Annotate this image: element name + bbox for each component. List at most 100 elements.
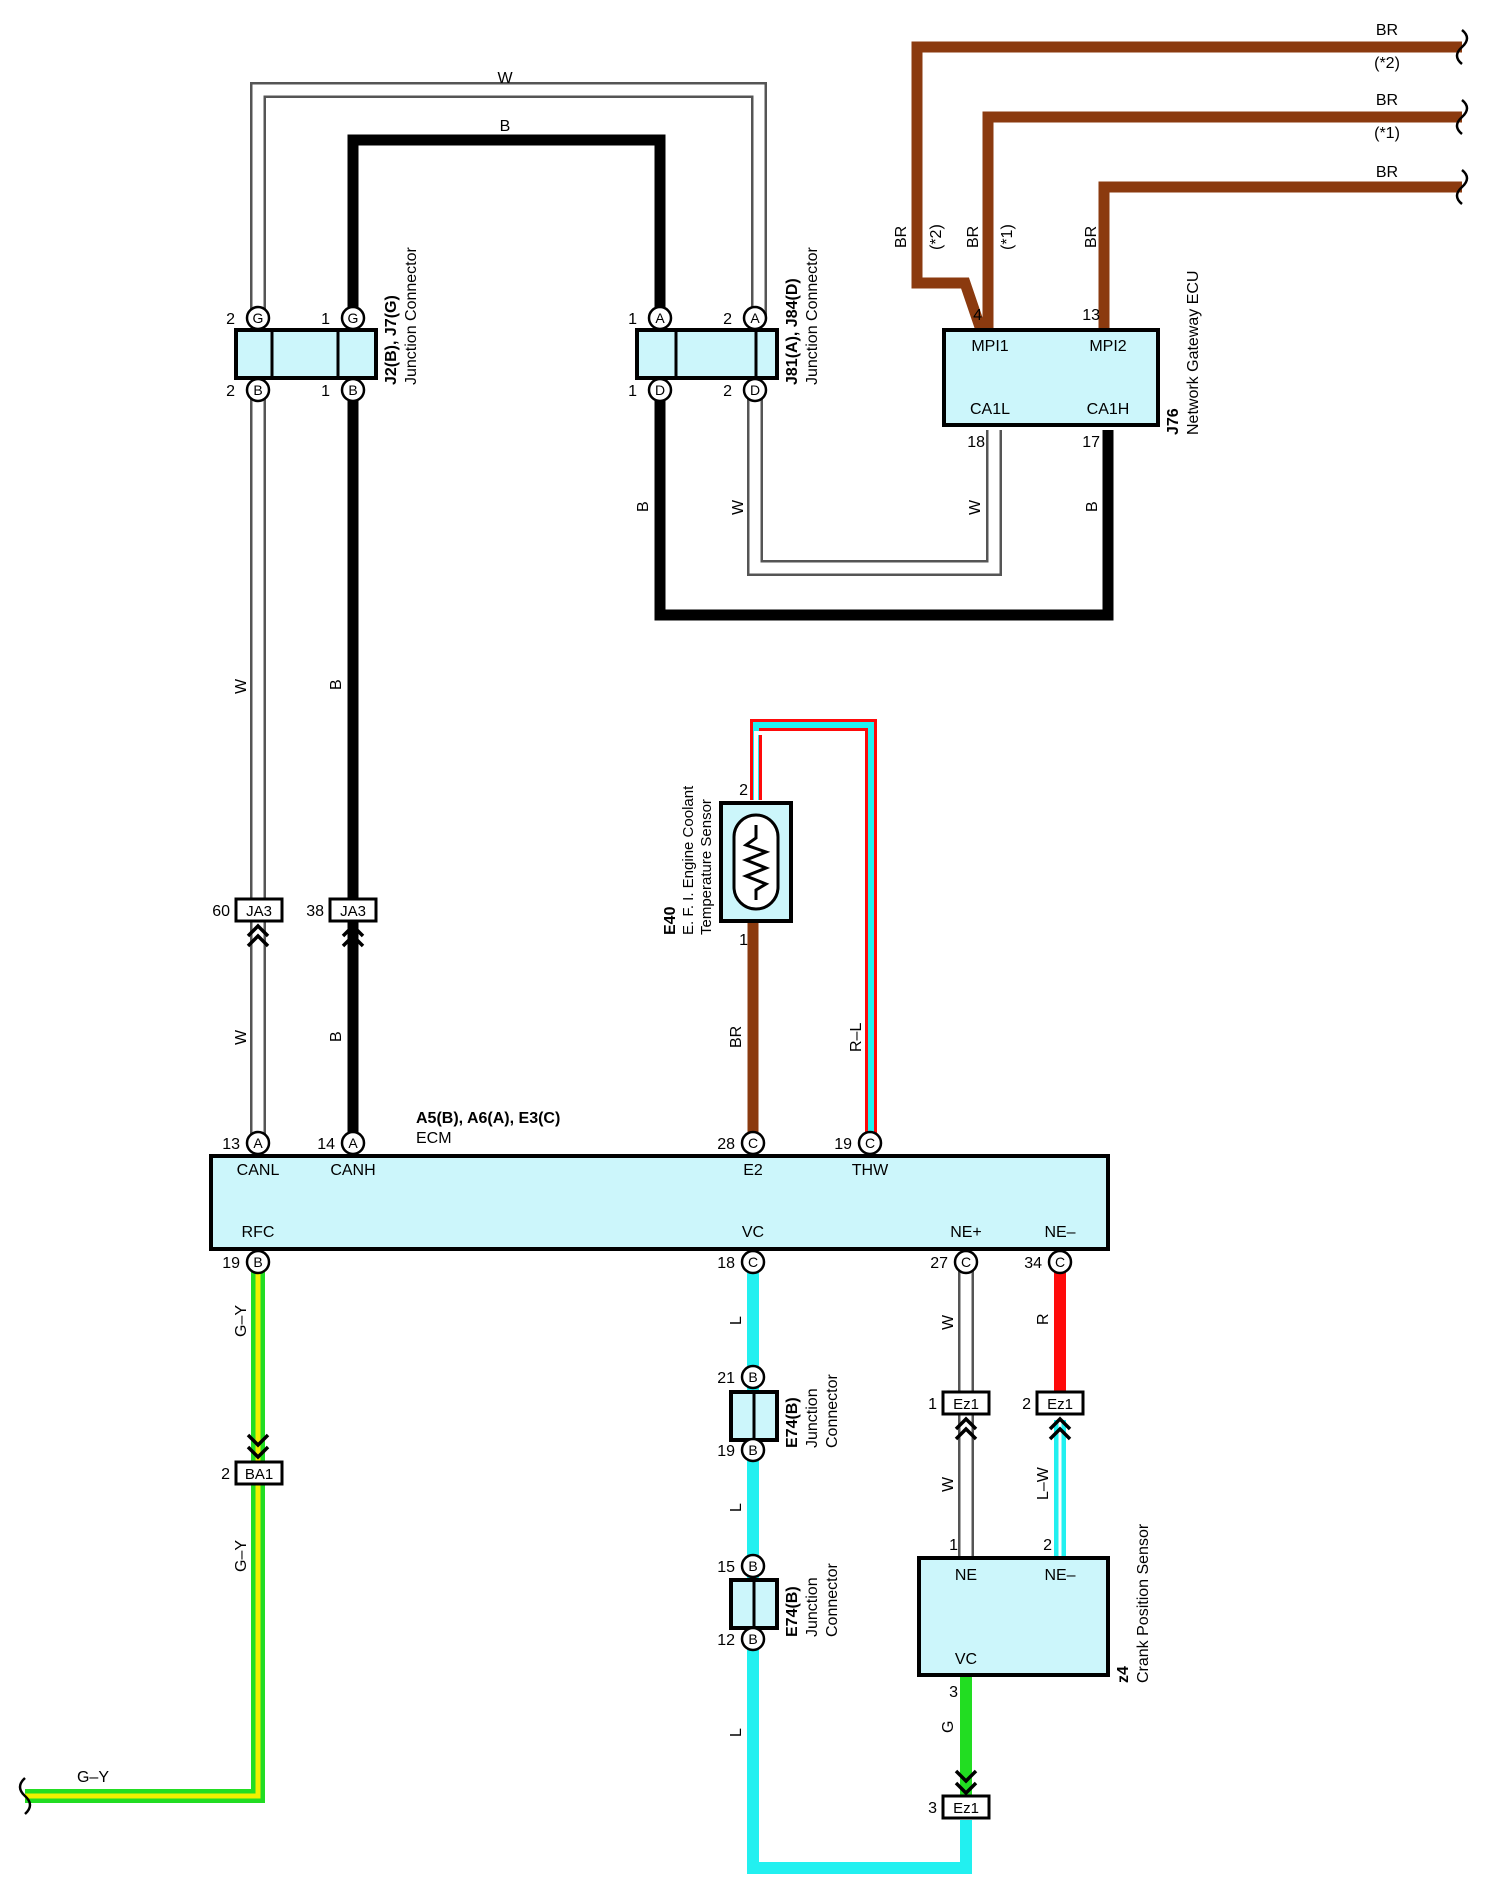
svg-text:BR: BR: [1376, 164, 1398, 181]
svg-text:G: G: [348, 310, 359, 326]
ecm-terminal-canl: A 13: [222, 1130, 271, 1156]
svg-text:W: W: [233, 1029, 250, 1045]
svg-text:L: L: [728, 1316, 745, 1325]
svg-text:BA1: BA1: [245, 1466, 273, 1483]
gateway-box: [942, 328, 1160, 427]
svg-text:1: 1: [949, 1537, 958, 1554]
connector-ja3-left: JA3 60: [212, 897, 284, 948]
svg-text:A: A: [750, 310, 760, 326]
svg-text:B: B: [748, 1558, 757, 1574]
svg-text:60: 60: [212, 903, 230, 920]
svg-text:L: L: [728, 1503, 745, 1512]
svg-text:C: C: [748, 1135, 758, 1151]
terminal-j7-g: G 1: [321, 305, 366, 331]
wire-rl: [750, 719, 877, 1143]
svg-text:Connector: Connector: [824, 1374, 841, 1448]
svg-text:W: W: [940, 1476, 957, 1492]
ecm-pin-canl: CANL: [237, 1162, 280, 1179]
svg-text:Junction Connector: Junction Connector: [804, 246, 821, 385]
ecm-terminal-rfc: B 19: [222, 1249, 271, 1275]
svg-text:28: 28: [717, 1136, 735, 1153]
ecm-terminal-nep: C 27: [930, 1249, 979, 1275]
svg-text:z4: z4: [1115, 1666, 1132, 1683]
wire-labels: W B BR (*2) BR (*1) BR BR (*2) BR (*1) B…: [77, 22, 1400, 1786]
svg-text:3: 3: [949, 1684, 958, 1701]
svg-text:B: B: [328, 679, 345, 690]
svg-text:15: 15: [717, 1559, 735, 1576]
svg-text:Crank Position Sensor: Crank Position Sensor: [1135, 1523, 1152, 1683]
svg-text:2: 2: [739, 782, 748, 799]
wire-w-top-loop: [250, 82, 767, 318]
svg-text:Ez1: Ez1: [953, 1396, 979, 1413]
svg-text:B: B: [500, 118, 511, 135]
gateway-pin-ca1l: CA1L: [970, 401, 1010, 418]
svg-text:E. F. I. Engine Coolant: E. F. I. Engine Coolant: [680, 785, 697, 935]
ecm-pin-nem: NE–: [1044, 1224, 1075, 1241]
svg-text:(*1): (*1): [999, 224, 1016, 250]
svg-text:E40: E40: [662, 906, 679, 935]
svg-text:BR: BR: [965, 226, 982, 248]
junction-e74-lower: B 15 B 12: [717, 1553, 779, 1652]
connector-ba1: BA1 2: [221, 1433, 284, 1486]
svg-text:JA3: JA3: [340, 903, 366, 920]
svg-text:18: 18: [967, 434, 985, 451]
svg-text:19: 19: [222, 1255, 240, 1272]
crank-pin-ne: NE: [955, 1567, 977, 1584]
svg-text:18: 18: [717, 1255, 735, 1272]
svg-text:1: 1: [321, 311, 330, 328]
svg-text:13: 13: [222, 1136, 240, 1153]
svg-text:B: B: [1084, 501, 1101, 512]
svg-text:2: 2: [723, 383, 732, 400]
svg-text:34: 34: [1024, 1255, 1042, 1272]
svg-text:Junction: Junction: [804, 1388, 821, 1448]
svg-text:B: B: [253, 382, 262, 398]
wire-b-top-loop: [347, 134, 666, 318]
svg-text:21: 21: [717, 1370, 735, 1387]
svg-text:BR: BR: [1376, 92, 1398, 109]
svg-text:A: A: [348, 1135, 358, 1151]
svg-text:B: B: [253, 1254, 262, 1270]
ecm-code: A5(B), A6(A), E3(C): [416, 1110, 560, 1127]
svg-text:1: 1: [928, 1396, 937, 1413]
terminal-j2-b: B 2: [226, 377, 271, 403]
svg-text:1: 1: [628, 383, 637, 400]
svg-text:38: 38: [306, 903, 324, 920]
svg-text:A: A: [253, 1135, 263, 1151]
svg-text:2: 2: [221, 1466, 230, 1483]
svg-text:E74(B): E74(B): [784, 1586, 801, 1637]
svg-text:B: B: [328, 1031, 345, 1042]
wire-br-mpi2: [1098, 181, 1462, 330]
svg-text:W: W: [967, 499, 984, 515]
svg-text:C: C: [748, 1254, 758, 1270]
svg-text:C: C: [865, 1135, 875, 1151]
svg-text:W: W: [730, 499, 747, 515]
ecm-pin-thw: THW: [852, 1162, 889, 1179]
svg-text:D: D: [750, 382, 760, 398]
svg-text:2: 2: [1043, 1537, 1052, 1554]
svg-text:Temperature Sensor: Temperature Sensor: [698, 799, 715, 935]
ecm-terminal-e2: C 28: [717, 1130, 766, 1156]
gateway-pin-ca1h: CA1H: [1087, 401, 1130, 418]
svg-text:G–Y: G–Y: [233, 1305, 250, 1337]
svg-text:L: L: [728, 1728, 745, 1737]
crank-sensor-label: z4 Crank Position Sensor: [1115, 1523, 1152, 1683]
junction-j2-j7-box: [234, 328, 378, 380]
junction-e74-lower-label: E74(B) Junction Connector: [784, 1563, 841, 1637]
svg-text:C: C: [1055, 1254, 1065, 1270]
svg-text:R–L: R–L: [848, 1023, 865, 1052]
terminal-j84-a: A 2: [723, 305, 768, 331]
svg-text:W: W: [233, 678, 250, 694]
svg-text:12: 12: [717, 1632, 735, 1649]
svg-text:3: 3: [928, 1800, 937, 1817]
svg-text:B: B: [748, 1369, 757, 1385]
ecm-terminal-thw: C 19: [834, 1130, 883, 1156]
crank-sensor-box: [917, 1556, 1110, 1677]
crank-pin-nem: NE–: [1044, 1567, 1075, 1584]
svg-text:E74(B): E74(B): [784, 1397, 801, 1448]
connector-ja3-right: JA3 38: [306, 897, 378, 948]
ecm-pin-rfc: RFC: [242, 1224, 275, 1241]
terminal-j2-g: G 2: [226, 305, 271, 331]
svg-text:J2(B), J7(G): J2(B), J7(G): [383, 295, 400, 385]
svg-text:B: B: [635, 501, 652, 512]
wire-b-to-gateway: [654, 390, 1114, 621]
